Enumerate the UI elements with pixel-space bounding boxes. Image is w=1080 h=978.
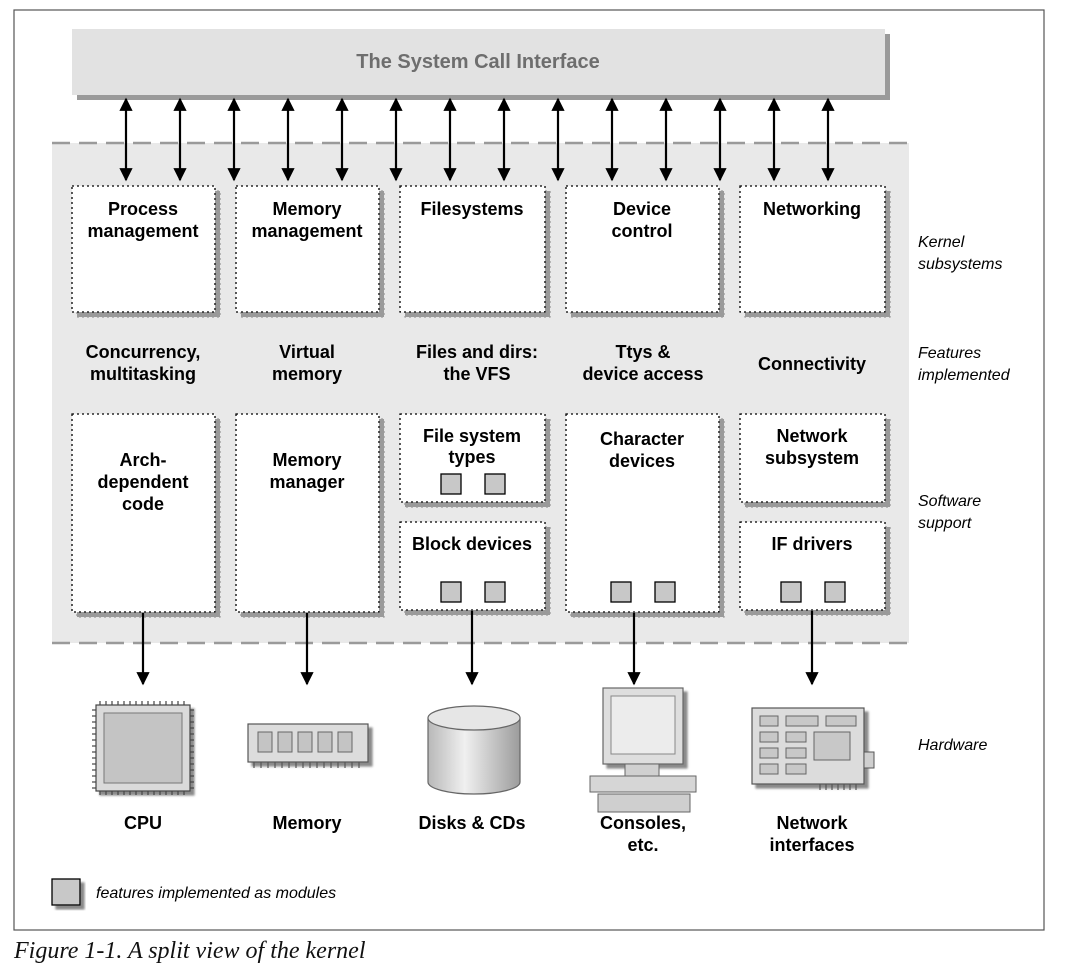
module-square [440, 581, 462, 603]
side-label-hardware: Hardware [918, 737, 987, 754]
module-square [484, 473, 506, 495]
subsystem-label-networking: Networking [763, 199, 861, 219]
syscall-arrows [119, 97, 835, 182]
hardware-label-disks: Disks & CDs [418, 813, 525, 833]
figure-caption: Figure 1-1. A split view of the kernel [14, 938, 366, 964]
software-box-network-subsystem [739, 413, 886, 503]
system-call-interface-bar [72, 29, 885, 95]
software-box-char-devices [565, 413, 720, 613]
module-markers [440, 473, 846, 603]
software-box-arch-code [71, 413, 216, 613]
software-box-memory-manager [235, 413, 380, 613]
feature-label-connectivity: Connectivity [758, 354, 866, 374]
software-label-block-devices: Block devices [412, 534, 532, 554]
subsystem-box-networking [739, 185, 886, 313]
software-box-fs-types [399, 413, 546, 503]
memory-icon [247, 723, 369, 768]
module-square [440, 473, 462, 495]
feature-label-concurrency: Concurrency,multitasking [86, 342, 201, 384]
cpu-icon [92, 701, 194, 795]
software-box-if-drivers [739, 521, 886, 611]
subsystem-boxes [71, 185, 886, 313]
console-icon [589, 687, 697, 813]
hardware-arrows [136, 611, 819, 686]
subsystem-box-memory [235, 185, 380, 313]
hardware-label-consoles: Consoles,etc. [600, 813, 686, 855]
software-label-if-drivers: IF drivers [771, 534, 852, 554]
subsystem-label-filesystems: Filesystems [420, 199, 523, 219]
legend-text: features implemented as modules [96, 885, 336, 902]
hardware-label-cpu: CPU [124, 813, 162, 833]
legend-module-swatch [51, 878, 81, 906]
disk-icon [427, 705, 521, 795]
subsystem-box-device [565, 185, 720, 313]
feature-label-ttys: Ttys &device access [582, 342, 703, 384]
software-box-block-devices [399, 521, 546, 611]
module-square [654, 581, 676, 603]
subsystem-box-process [71, 185, 216, 313]
module-square [484, 581, 506, 603]
software-boxes [71, 413, 886, 613]
module-square [610, 581, 632, 603]
feature-label-vfs: Files and dirs:the VFS [416, 342, 538, 384]
subsystem-box-filesystems [399, 185, 546, 313]
hardware-label-memory: Memory [272, 813, 341, 833]
module-square [780, 581, 802, 603]
network-card-icon [751, 707, 875, 790]
system-call-interface-label: The System Call Interface [356, 51, 599, 73]
module-square [824, 581, 846, 603]
